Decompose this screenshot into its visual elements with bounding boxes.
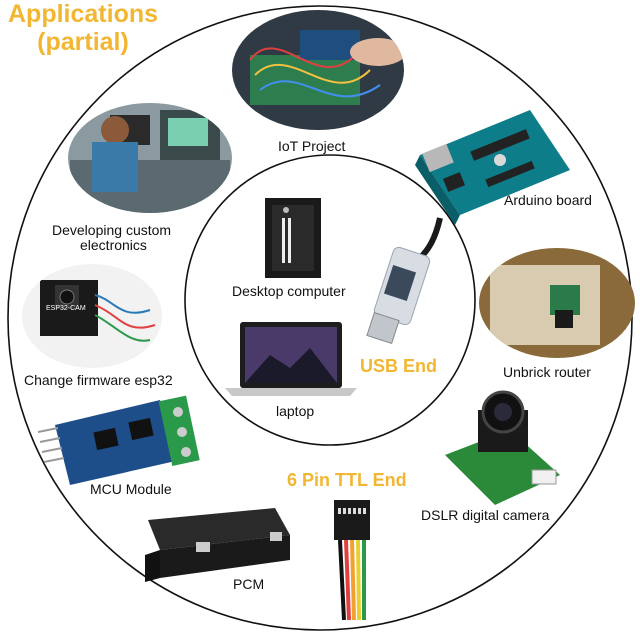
desktop-computer-image — [265, 198, 321, 278]
arduino-board-image — [415, 110, 570, 225]
label-dslr-camera: DSLR digital camera — [421, 507, 550, 523]
label-laptop: laptop — [276, 403, 315, 419]
label-esp32: Change firmware esp32 — [24, 372, 173, 388]
label-arduino-board: Arduino board — [504, 192, 592, 208]
label-developing-line-2: electronics — [80, 237, 147, 253]
label-esp32-chip: ESP32-CAM — [46, 305, 86, 312]
label-desktop-computer: Desktop computer — [232, 283, 346, 299]
label-developing-line-1: Developing custom — [52, 222, 172, 238]
pcm-device-image — [145, 508, 290, 582]
label-ttl-end: 6 Pin TTL End — [287, 470, 407, 490]
ttl-connector-image — [334, 500, 370, 621]
developing-electronics-photo — [68, 103, 232, 213]
page-title: Applications (partial) — [8, 0, 158, 56]
label-usb-end: USB End — [360, 356, 438, 376]
mcu-module-image — [37, 395, 200, 485]
label-unbrick-router: Unbrick router — [503, 364, 591, 380]
inner-circle — [184, 154, 476, 446]
iot-project-photo — [232, 10, 404, 130]
title-line-2: (partial) — [37, 28, 129, 56]
title-line-1: Applications — [8, 0, 159, 28]
laptop-image — [225, 322, 357, 396]
label-pcm: PCM — [233, 576, 265, 592]
unbrick-router-photo — [479, 248, 635, 358]
label-iot-project: IoT Project — [278, 138, 346, 154]
dslr-camera-image — [445, 390, 560, 505]
esp32-board-photo — [22, 264, 162, 368]
label-mcu-module: MCU Module — [90, 481, 172, 497]
usb-adapter-image — [366, 217, 443, 345]
